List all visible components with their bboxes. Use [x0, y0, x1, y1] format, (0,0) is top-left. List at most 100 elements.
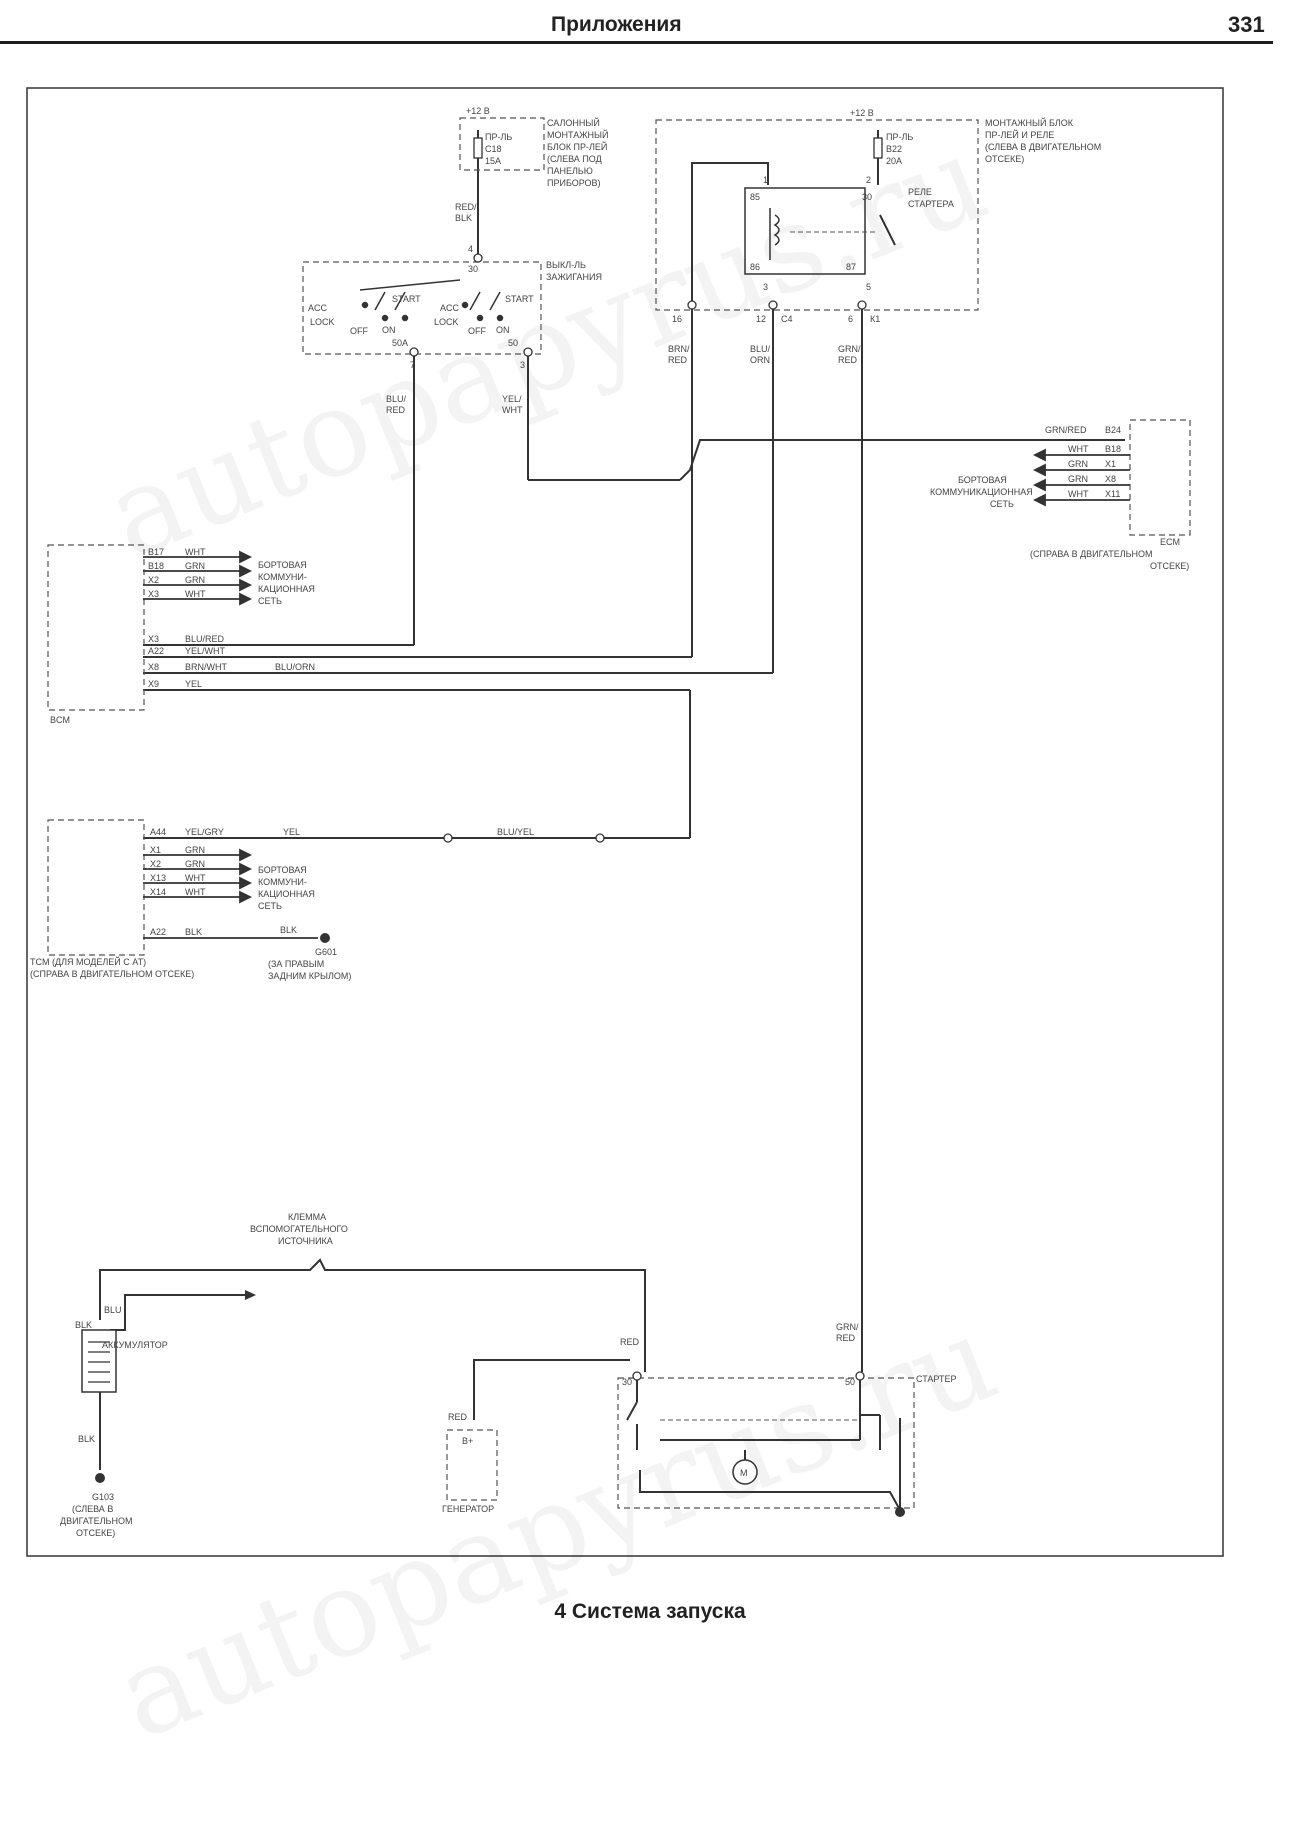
ign-pos-off-2: OFF [468, 326, 486, 336]
tcm-pin-a44-color: YEL/GRY [185, 827, 224, 837]
g103-label-3: ДВИГАТЕЛЬНОМ [60, 1516, 132, 1526]
bcm-pin-4-color: WHT [185, 589, 206, 599]
bcm-can-label-1: БОРТОВАЯ [258, 560, 307, 570]
fuse-b22 [873, 137, 883, 159]
ign-pos-start-2: START [505, 294, 534, 304]
tcm-mid-blu: BLU/YEL [497, 827, 534, 837]
ign-pos-acc-2: ACC [440, 303, 460, 313]
bcm-pin-1: B17 [148, 547, 164, 557]
ign-pos-start-1: START [392, 294, 421, 304]
diagram-caption: 4 Система запуска [554, 1600, 746, 1623]
ign-pin-right-2: 3 [520, 360, 525, 370]
fuse-c18-line-3: 15А [485, 156, 501, 166]
tcm-pin-a44: A44 [150, 827, 166, 837]
tcm-can-arrows [143, 848, 318, 939]
tcm-pin-x13-color: WHT [185, 873, 206, 883]
relay-conn-6: 6 [848, 314, 853, 324]
battery-blk-label: BLK [75, 1320, 92, 1330]
g103-label-4: ОТСЕКЕ) [76, 1528, 115, 1538]
wire-yel-wht-1: YEL/ [502, 394, 522, 404]
ign-pin-top-1: 4 [468, 244, 473, 254]
fuse-out-wire-1: RED/ [455, 202, 477, 212]
ecm-can-label-1: БОРТОВАЯ [958, 475, 1007, 485]
bcm-signal-4-color: YEL [185, 679, 202, 689]
fuse-box-label-1: САЛОННЫЙ [547, 117, 600, 128]
tcm-pin-x1-color: GRN [185, 845, 205, 855]
tcm-can-label-4: СЕТЬ [258, 901, 282, 911]
relay-block-label-2: ПР-ЛЕЙ И РЕЛЕ [985, 129, 1054, 140]
ign-pos-on-2: ON [496, 325, 510, 335]
tcm-can-label-3: КАЦИОННАЯ [258, 889, 315, 899]
ecm-label-2: (СПРАВА В ДВИГАТЕЛЬНОМ [1030, 549, 1153, 559]
wire-blu-red-1: BLU/ [386, 394, 407, 404]
gen-wire-label: RED [448, 1412, 468, 1422]
relay-conn-12: 12 [756, 314, 766, 324]
relay-wire-2b: ORN [750, 355, 770, 365]
bcm-blu-orn: BLU/ORN [275, 662, 315, 672]
starter-label: СТАРТЕР [916, 1374, 957, 1384]
fuse-box-label-3: БЛОК ПР-ЛЕЙ [547, 141, 607, 152]
tcm-pin-x13: X13 [150, 873, 166, 883]
starter-pin-30: 30 [622, 1377, 632, 1387]
fuse-c18 [473, 137, 483, 159]
aux-label-2: ВСПОМОГАТЕЛЬНОГО [250, 1224, 348, 1234]
bcm-pin-3: X2 [148, 575, 159, 585]
starter-wire-2: RED [836, 1333, 856, 1343]
relay-label-1: РЕЛЕ [908, 187, 932, 197]
ign-pos-lock-2: LOCK [434, 317, 459, 327]
tcm-can-label-2: КОММУНИ- [258, 877, 307, 887]
relay-wire-1a: BRN/ [668, 344, 690, 354]
relay-wire-2a: BLU/ [750, 344, 771, 354]
tcm-can-label-1: БОРТОВАЯ [258, 865, 307, 875]
tcm-pin-x2-color: GRN [185, 859, 205, 869]
bcm-pin-2: B18 [148, 561, 164, 571]
ecm-label-1: ECM [1160, 537, 1180, 547]
g601-label-3: ЗАДНИМ КРЫЛОМ) [268, 971, 351, 981]
ecm-pin-b24: B24 [1105, 425, 1121, 435]
fuse-c18-line-2: С18 [485, 144, 502, 154]
relay-pin-1: 1 [763, 175, 768, 185]
starter-main-wire: RED [620, 1337, 640, 1347]
relay-block-label-1: МОНТАЖНЫЙ БЛОК [985, 117, 1074, 128]
bcm-pin-1-color: WHT [185, 547, 206, 557]
generator-label: ГЕНЕРАТОР [442, 1504, 494, 1514]
tcm-pin-a22: A22 [150, 927, 166, 937]
ecm-pin-b18: B18 [1105, 444, 1121, 454]
header-title: Приложения [551, 13, 682, 36]
starter-pin-50: 50 [845, 1377, 855, 1387]
relay-wire-3b: RED [838, 355, 858, 365]
gen-pin-label: B+ [462, 1436, 473, 1446]
ecm-label-3: ОТСЕКЕ) [1150, 561, 1189, 571]
ground-g103-icon [95, 1473, 105, 1483]
fuse-c18-line-1: ПР-ЛЬ [485, 132, 512, 142]
g601-label-2: (ЗА ПРАВЫМ [268, 959, 324, 969]
ign-pin-left-2: 7 [410, 360, 415, 370]
relay-block-label-3: (СЛЕВА В ДВИГАТЕЛЬНОМ [985, 142, 1101, 152]
ignition-label-1: ВЫКЛ-ЛЬ [546, 260, 586, 270]
battery-label: АККУМУЛЯТОР [102, 1340, 168, 1350]
bcm-signal-1-color: BLU/RED [185, 634, 225, 644]
fuse-box-label-4: (СЛЕВА ПОД [547, 154, 602, 164]
bcm-can-label-2: КОММУНИ- [258, 572, 307, 582]
tcm-pin-x14-color: WHT [185, 887, 206, 897]
fuse-box-label-6: ПРИБОРОВ) [547, 178, 601, 188]
relay-pin-85: 85 [750, 192, 760, 202]
relay-pin-86: 86 [750, 262, 760, 272]
ecm-pin-x11-color: WHT [1068, 489, 1089, 499]
ecm-pin-x11: X11 [1105, 489, 1120, 499]
relay-connectors [409, 253, 867, 1381]
bcm-signal-2-color: YEL/WHT [185, 646, 226, 656]
fuse-box-label-5: ПАНЕЛЬЮ [547, 166, 593, 176]
ground-starter-icon [895, 1507, 905, 1517]
relay-pin-30: 30 [862, 192, 872, 202]
diagram-frame [26, 87, 1224, 1557]
starter-wire-1: GRN/ [836, 1322, 859, 1332]
relay-conn-k1: К1 [870, 314, 880, 324]
bcm-signal-1: X3 [148, 634, 159, 644]
ecm-can-label-2: КОММУНИКАЦИОННАЯ [930, 487, 1033, 497]
relay-label-2: СТАРТЕРА [908, 199, 954, 209]
bcm-can-label-3: КАЦИОННАЯ [258, 584, 315, 594]
ecm-can-arrows [1032, 448, 1130, 507]
tcm-label-2: (СПРАВА В ДВИГАТЕЛЬНОМ ОТСЕКЕ) [30, 969, 194, 979]
fuse-box-supply: +12 В [466, 106, 490, 116]
